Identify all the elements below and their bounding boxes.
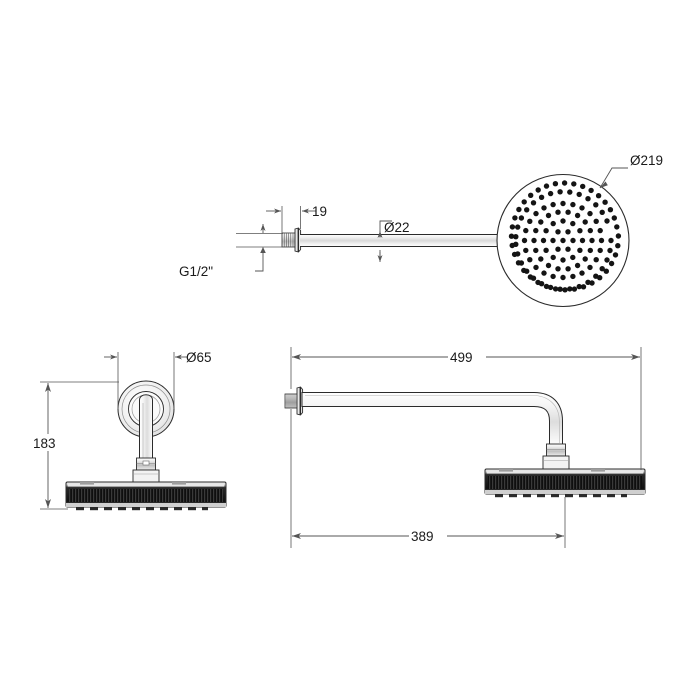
dim-arm-length-text: 499	[450, 350, 473, 365]
dim-head-diameter: Ø219	[599, 153, 663, 189]
side-elevation-view: 499 389	[284, 347, 646, 548]
side-head-neck	[542, 455, 570, 470]
dim-head-height-text: 183	[33, 436, 56, 451]
dim-head-diameter-arrow	[600, 181, 608, 188]
front-head-nozzle-tips	[76, 507, 208, 511]
dim-thread-leader	[255, 247, 264, 272]
dim-arm-length: 499	[290, 347, 642, 470]
side-arm-highlight	[305, 395, 560, 443]
side-swivel-joint	[542, 443, 570, 470]
front-arm-body	[139, 394, 153, 462]
side-thread-lines	[286, 394, 296, 408]
dim-flange-thickness: 19	[266, 204, 327, 234]
front-head-nozzle-band	[69, 489, 223, 502]
top-arm-body	[300, 234, 508, 247]
top-shower-arm	[300, 234, 509, 247]
dim-flange-diameter-text: Ø65	[186, 350, 212, 365]
side-head-mark-right	[591, 469, 605, 472]
dim-arm-diameter-leader	[379, 220, 392, 233]
front-shower-head	[65, 481, 227, 511]
dim-head-height: 183	[31, 381, 119, 510]
front-swivel-joint	[132, 457, 160, 483]
dim-499-text-mask	[448, 348, 486, 365]
front-head-top-chamfer	[68, 483, 224, 487]
side-head-nozzle-tips	[495, 494, 627, 498]
side-swivel-collar	[546, 443, 566, 457]
dim-arm-projection: 389	[290, 409, 566, 548]
top-plan-view: Ø219 Ø22 19 G1/2"	[179, 153, 663, 308]
dim-head-diameter-leader	[599, 167, 628, 189]
front-shower-arm	[139, 394, 153, 462]
top-shower-head	[496, 173, 630, 308]
front-head-neck	[132, 469, 160, 483]
dim-thread-size-text: G1/2"	[179, 264, 213, 279]
front-swivel-detail	[142, 460, 150, 466]
front-head-mark-left	[80, 482, 94, 485]
dim-arm-diameter: Ø22	[377, 220, 410, 262]
nozzle-field	[508, 180, 622, 293]
side-head-mark-left	[499, 469, 513, 472]
dim-183-text-mask	[31, 434, 65, 451]
dim-flange-diameter: Ø65	[104, 350, 212, 409]
top-wall-connector	[281, 227, 302, 253]
dim-389-text-mask	[409, 527, 447, 544]
dim-thread-arrow-lower	[260, 247, 266, 253]
dim-flange-thickness-text: 19	[312, 204, 327, 219]
dim-arm-projection-text: 389	[411, 529, 434, 544]
side-wall-connector	[284, 386, 304, 416]
dim-head-diameter-text: Ø219	[630, 153, 663, 168]
front-elevation-view: Ø65 183	[31, 350, 227, 511]
side-head-bottom-chamfer	[485, 490, 645, 494]
side-head-nozzle-band	[488, 476, 642, 489]
thread-lines	[283, 233, 294, 247]
front-head-mark-right	[172, 482, 186, 485]
side-shower-head	[484, 468, 646, 498]
side-head-top-chamfer	[487, 470, 643, 474]
dim-thread-size: G1/2"	[179, 224, 283, 279]
dim-arm-diameter-text: Ø22	[384, 220, 410, 235]
front-head-bottom-chamfer	[66, 503, 226, 507]
